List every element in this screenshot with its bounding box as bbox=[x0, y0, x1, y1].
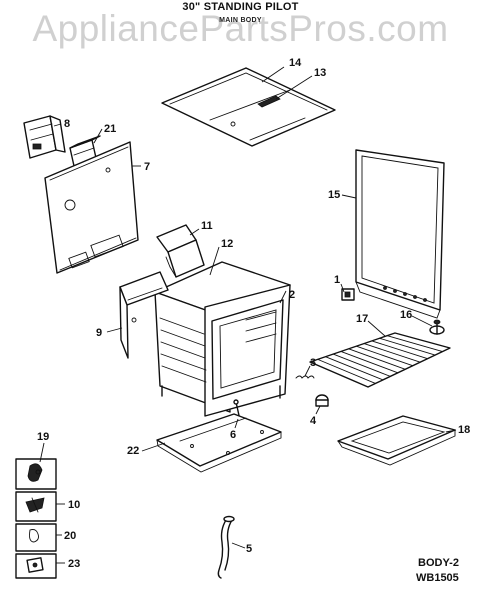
callout-12: 12 bbox=[221, 238, 233, 250]
part-box-19[interactable] bbox=[15, 458, 57, 490]
callout-3: 3 bbox=[310, 357, 316, 369]
part-box-20[interactable] bbox=[15, 523, 57, 552]
part-top-panel[interactable] bbox=[161, 67, 336, 147]
part-side-panel[interactable] bbox=[119, 271, 169, 359]
part-box-23[interactable] bbox=[15, 553, 57, 579]
callout-17: 17 bbox=[356, 313, 368, 325]
callout-14: 14 bbox=[289, 57, 302, 69]
part-top-clip[interactable] bbox=[257, 95, 281, 108]
part-burner-box[interactable] bbox=[156, 224, 205, 278]
callout-20: 20 bbox=[64, 530, 76, 542]
callout-22: 22 bbox=[127, 445, 139, 457]
part-spring[interactable] bbox=[295, 375, 315, 379]
rack-wire bbox=[386, 335, 443, 352]
callout-18: 18 bbox=[458, 424, 470, 436]
part-oven-door[interactable] bbox=[355, 149, 445, 319]
part-bottom-panel[interactable] bbox=[156, 413, 282, 473]
part-plug[interactable] bbox=[315, 394, 329, 407]
diagram-title: 30" STANDING PILOT bbox=[182, 1, 299, 13]
callout-5: 5 bbox=[246, 543, 252, 555]
callout-9: 9 bbox=[96, 327, 102, 339]
callout-19: 19 bbox=[37, 431, 49, 443]
rack-wire bbox=[348, 348, 406, 370]
rack-wire bbox=[379, 337, 436, 356]
callout-13: 13 bbox=[314, 67, 326, 79]
rack-wire bbox=[363, 343, 421, 363]
part-knob[interactable] bbox=[341, 288, 355, 301]
callout-15: 15 bbox=[328, 189, 340, 201]
part-oven-rack[interactable] bbox=[309, 332, 451, 388]
rack-wire bbox=[355, 345, 414, 367]
rack-wire bbox=[332, 353, 391, 377]
callout-11: 11 bbox=[201, 220, 213, 232]
diagram-model-code: WB1505 bbox=[416, 572, 459, 584]
part-burner-tube[interactable] bbox=[217, 515, 235, 579]
part-box-10[interactable] bbox=[15, 491, 57, 522]
callout-6: 6 bbox=[230, 429, 236, 441]
callout-labels: 14 13 8 21 7 15 11 12 2 1 9 17 16 3 4 6 … bbox=[37, 57, 470, 570]
part-main-body[interactable] bbox=[154, 261, 291, 417]
part-knob-stem[interactable] bbox=[429, 319, 445, 335]
rack-wire bbox=[340, 351, 399, 374]
callout-10: 10 bbox=[68, 499, 80, 511]
callout-21: 21 bbox=[104, 123, 116, 135]
callout-1: 1 bbox=[334, 274, 340, 286]
part-broiler-pan[interactable] bbox=[337, 415, 456, 466]
callout-2: 2 bbox=[289, 289, 295, 301]
callout-4: 4 bbox=[310, 415, 317, 427]
callout-16: 16 bbox=[400, 309, 412, 321]
diagram-subtitle: MAIN BODY bbox=[219, 17, 262, 24]
diagram-section-code: BODY-2 bbox=[418, 557, 459, 569]
callout-7: 7 bbox=[144, 161, 150, 173]
leader-lines bbox=[39, 66, 457, 564]
part-bracket[interactable] bbox=[23, 115, 66, 159]
callout-8: 8 bbox=[64, 118, 70, 130]
rack-wire bbox=[317, 358, 376, 384]
rack-wire bbox=[325, 356, 384, 381]
callout-23: 23 bbox=[68, 558, 80, 570]
rack-wire bbox=[371, 340, 429, 360]
part-back-panel[interactable] bbox=[44, 141, 139, 274]
